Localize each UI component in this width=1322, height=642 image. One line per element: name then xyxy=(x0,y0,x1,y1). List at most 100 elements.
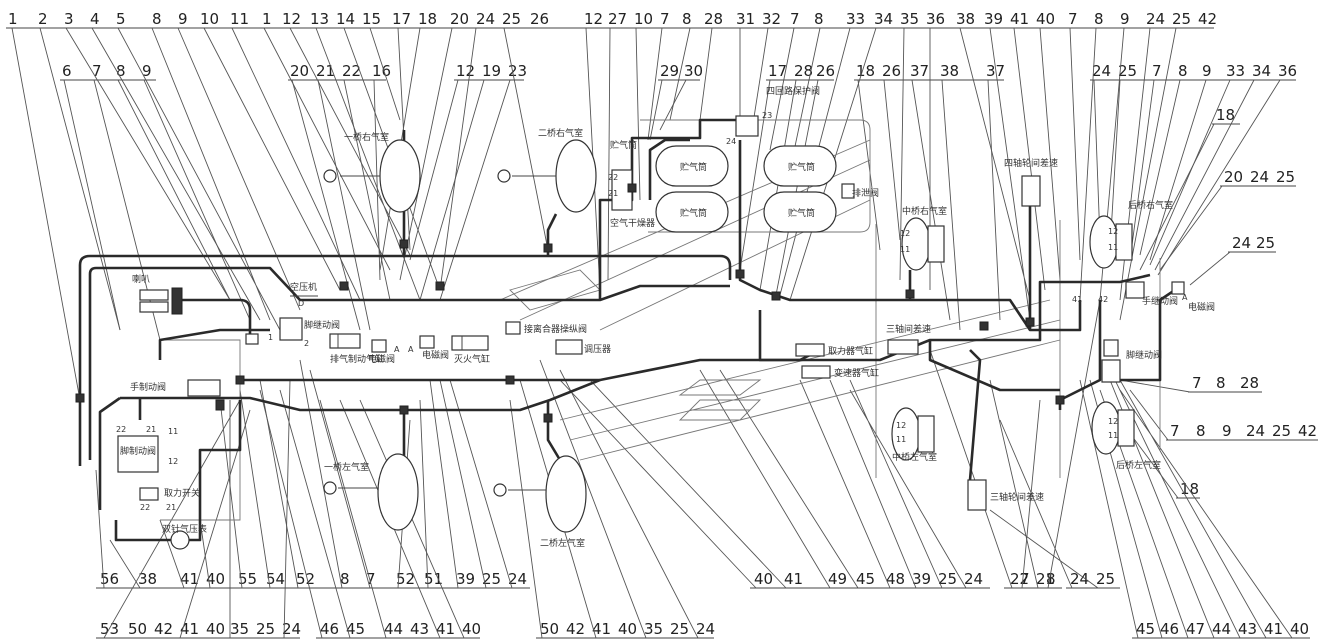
callout: 45 xyxy=(856,570,875,588)
horn-body-upper xyxy=(139,289,169,301)
drain-valve-body xyxy=(841,183,855,199)
callout: 8 xyxy=(1178,62,1188,80)
fitting xyxy=(543,243,553,253)
callout: 7 xyxy=(366,570,376,588)
compressor: 空压机 D xyxy=(290,281,318,308)
callout: 49 xyxy=(828,570,847,588)
callout: 35 xyxy=(644,620,663,638)
port-label: 21 xyxy=(146,425,156,434)
port-label: 21 xyxy=(166,503,176,512)
mid-axle-left-chamber: 中桥左气室 12 11 xyxy=(891,407,937,463)
callout: 35 xyxy=(900,10,919,28)
callout: 41 xyxy=(436,620,455,638)
callout: 26 xyxy=(530,10,549,28)
rear-axle-left-chamber: 后桥左气室 12 11 xyxy=(1091,401,1161,471)
pto-cylinder: 取力器气缸 xyxy=(795,343,873,357)
axle1-right-chamber: 一桥右气室 xyxy=(323,131,421,213)
horn-label: 喇叭 xyxy=(132,273,150,285)
callout: 20 xyxy=(290,62,309,80)
callout: 47 xyxy=(1186,620,1205,638)
protection-valve-label: 四回路保护阀 xyxy=(766,85,820,97)
port-label: 12 xyxy=(896,421,906,430)
callout: 4 xyxy=(90,10,100,28)
callout: 7 xyxy=(660,10,670,28)
hand-relay-valve: 手继动阀 41 42 xyxy=(1072,281,1178,307)
mid-axle-right-chamber: 中桥右气室 12 11 xyxy=(900,205,947,271)
callout: 25 xyxy=(670,620,689,638)
spring-cylinder xyxy=(1115,223,1133,261)
callout: 24 xyxy=(1232,234,1251,252)
diff-lock-body xyxy=(887,339,919,355)
callout: 10 xyxy=(200,10,219,28)
callout: 45 xyxy=(346,620,365,638)
clutch-valve: 接离合器操纵阀 xyxy=(505,321,587,335)
booster-label: 调压器 xyxy=(584,344,611,355)
fitting xyxy=(399,405,409,415)
callout: 26 xyxy=(882,62,901,80)
port-label: 12 xyxy=(1108,417,1118,426)
callout: 12 xyxy=(456,62,475,80)
callout: 34 xyxy=(1252,62,1271,80)
pto-cylinder-label: 取力器气缸 xyxy=(828,345,873,357)
brake-valve-body xyxy=(117,435,159,473)
callout: 42 xyxy=(1198,10,1217,28)
hand-valve-body xyxy=(187,379,221,397)
callout: 24 xyxy=(1092,62,1111,80)
fitting xyxy=(339,281,349,291)
callout: 42 xyxy=(1298,422,1317,440)
callout: 26 xyxy=(816,62,835,80)
callout: 8 xyxy=(814,10,824,28)
tank xyxy=(763,191,837,233)
gauge-dial xyxy=(170,530,190,550)
compressor-label: 空压机 xyxy=(290,281,317,293)
drain-valve-label: 排泄阀 xyxy=(852,187,879,199)
callout: 39 xyxy=(984,10,1003,28)
callout: 38 xyxy=(956,10,975,28)
callout: 25 xyxy=(482,570,501,588)
callout: 56 xyxy=(100,570,119,588)
callout: 40 xyxy=(1036,10,1055,28)
callout: 40 xyxy=(1290,620,1309,638)
solenoid-valve-a: 电磁阀 A xyxy=(368,339,400,365)
hand-brake-valve: 手制动阀 xyxy=(130,379,221,397)
callout: 44 xyxy=(384,620,403,638)
port-label: A xyxy=(1182,293,1188,302)
fitting xyxy=(399,239,409,249)
callout: 17 xyxy=(392,10,411,28)
callout: 22 xyxy=(342,62,361,80)
callout: 52 xyxy=(296,570,315,588)
callout: 14 xyxy=(336,10,355,28)
callout: 24 xyxy=(696,620,715,638)
gearbox-cylinder-body xyxy=(801,365,831,379)
callout: 13 xyxy=(310,10,329,28)
chamber-body xyxy=(1091,401,1121,455)
fitting xyxy=(505,375,515,385)
callout: 8 xyxy=(1094,10,1104,28)
solenoid-label: 电磁阀 xyxy=(1188,301,1215,313)
rod-clevis xyxy=(323,169,337,183)
exhaust-brake-cylinder: 排气制动气缸 xyxy=(329,333,384,365)
port-label: 12 xyxy=(1108,227,1118,236)
spring-cylinder xyxy=(927,225,945,263)
chamber-body xyxy=(1089,215,1119,269)
port-label: 23 xyxy=(762,111,772,120)
chassis-outline xyxy=(160,119,1161,521)
fitting xyxy=(735,269,745,279)
port-label: 22 xyxy=(608,173,618,182)
callout: 28 xyxy=(1240,374,1259,392)
callout: 27 xyxy=(608,10,627,28)
diff-lock-label: 三轴间差速 xyxy=(886,323,931,335)
callout: 36 xyxy=(1278,62,1297,80)
port-label: 42 xyxy=(1098,295,1108,304)
bottom-callout-row-1: 56 38 41 40 55 54 52 8 7 52 51 39 25 24 … xyxy=(96,570,1120,589)
solenoid-valve-b: 电磁阀 A xyxy=(408,335,449,361)
tank xyxy=(763,145,837,187)
tank-label: 贮气筒 xyxy=(788,161,815,173)
air-dryer: 贮气筒 空气干燥器 22 21 xyxy=(608,139,655,229)
horn: 喇叭 xyxy=(132,273,183,315)
callout: 7 xyxy=(1170,422,1180,440)
callout: 25 xyxy=(1096,570,1115,588)
callout: 41 xyxy=(180,570,199,588)
callout: 17 xyxy=(768,62,787,80)
relay-block xyxy=(245,333,259,345)
